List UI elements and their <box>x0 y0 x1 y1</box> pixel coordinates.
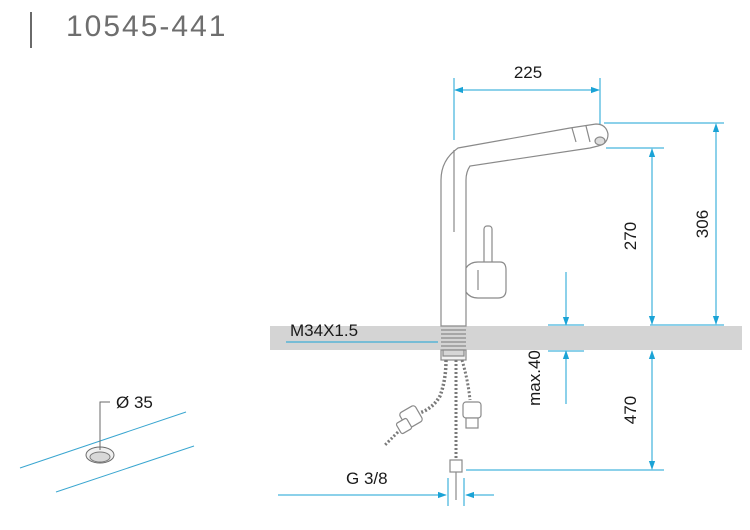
dim-connection: G 3/8 <box>346 469 388 488</box>
dim-hole-diameter: Ø 35 <box>116 393 153 412</box>
hole-detail <box>19 401 195 493</box>
title-divider <box>30 12 32 48</box>
faucet-body <box>382 123 609 500</box>
dim-thread: M34X1.5 <box>290 321 358 340</box>
dim-total-height: 306 <box>693 210 712 238</box>
dim-max-thickness: max.40 <box>525 350 544 406</box>
dim-below-counter: 470 <box>621 396 640 424</box>
dimension-lines <box>278 78 724 506</box>
countertop <box>270 326 742 350</box>
dim-spout-height: 270 <box>621 222 640 250</box>
dim-spout-reach: 225 <box>514 63 542 82</box>
model-number: 10545-441 <box>66 10 228 43</box>
